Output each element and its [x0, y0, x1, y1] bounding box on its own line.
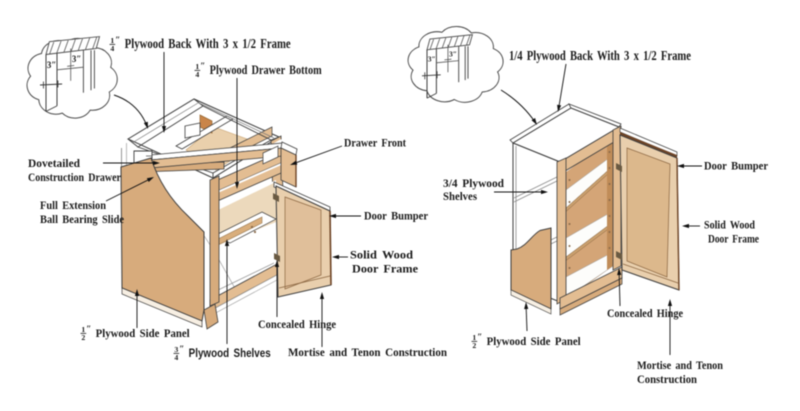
svg-text:Construction: Construction	[637, 372, 697, 386]
svg-text:″: ″	[115, 35, 120, 45]
svg-text:Door Bumper: Door Bumper	[704, 161, 768, 173]
svg-text:1: 1	[110, 36, 114, 45]
svg-text:3″: 3″	[72, 54, 81, 64]
svg-text:Plywood Drawer Bottom: Plywood Drawer Bottom	[210, 62, 322, 77]
svg-text:Dovetailed: Dovetailed	[28, 156, 80, 170]
svg-text:3: 3	[174, 345, 178, 354]
svg-text:2: 2	[472, 341, 476, 350]
svg-text:Plywood Side Panel: Plywood Side Panel	[96, 326, 191, 340]
svg-text:Concealed Hinge: Concealed Hinge	[607, 306, 684, 320]
svg-text:Shelves: Shelves	[443, 189, 477, 203]
svg-text:Ball Bearing Slide: Ball Bearing Slide	[40, 212, 125, 226]
svg-text:Drawer Front: Drawer Front	[344, 138, 406, 150]
svg-text:3″: 3″	[428, 54, 436, 63]
svg-text:Plywood Back With 3 x 1/2 F: Plywood Back With 3 x 1/2 Frame	[125, 36, 291, 51]
svg-text:2: 2	[81, 333, 85, 342]
svg-text:3/4 Plywood: 3/4 Plywood	[443, 176, 504, 190]
svg-text:4: 4	[195, 70, 199, 79]
svg-text:Full Extension: Full Extension	[40, 198, 106, 212]
svg-text:Mortise and Tenon Construction: Mortise and Tenon Construction	[288, 345, 447, 359]
svg-text:Mortise and Tenon: Mortise and Tenon	[637, 358, 723, 372]
svg-text:Solid Wood: Solid Wood	[350, 250, 414, 262]
svg-text:″: ″	[477, 332, 482, 342]
svg-text:Door Frame: Door Frame	[352, 264, 418, 276]
svg-text:Concealed Hinge: Concealed Hinge	[258, 317, 337, 331]
svg-text:3″: 3″	[47, 60, 56, 70]
svg-text:Construction Drawer: Construction Drawer	[28, 170, 122, 184]
svg-text:Door Frame: Door Frame	[708, 234, 759, 246]
svg-text:4: 4	[174, 353, 178, 362]
svg-text:3″: 3″	[449, 49, 457, 58]
svg-text:1: 1	[472, 333, 476, 342]
svg-text:Plywood Shelves: Plywood Shelves	[189, 348, 271, 360]
svg-text:1/4 Plywood Back With 3 x 1: 1/4 Plywood Back With 3 x 1/2 Frame	[509, 48, 691, 63]
svg-text:Plywood Side Panel: Plywood Side Panel	[487, 334, 582, 348]
svg-text:″: ″	[86, 324, 91, 334]
svg-text:″: ″	[179, 344, 184, 354]
svg-text:1: 1	[81, 325, 85, 334]
svg-text:Door Bumper: Door Bumper	[364, 211, 428, 223]
svg-text:″: ″	[200, 61, 205, 71]
svg-text:1: 1	[195, 62, 199, 71]
svg-text:Solid Wood: Solid Wood	[704, 220, 756, 232]
svg-text:4: 4	[110, 44, 114, 53]
